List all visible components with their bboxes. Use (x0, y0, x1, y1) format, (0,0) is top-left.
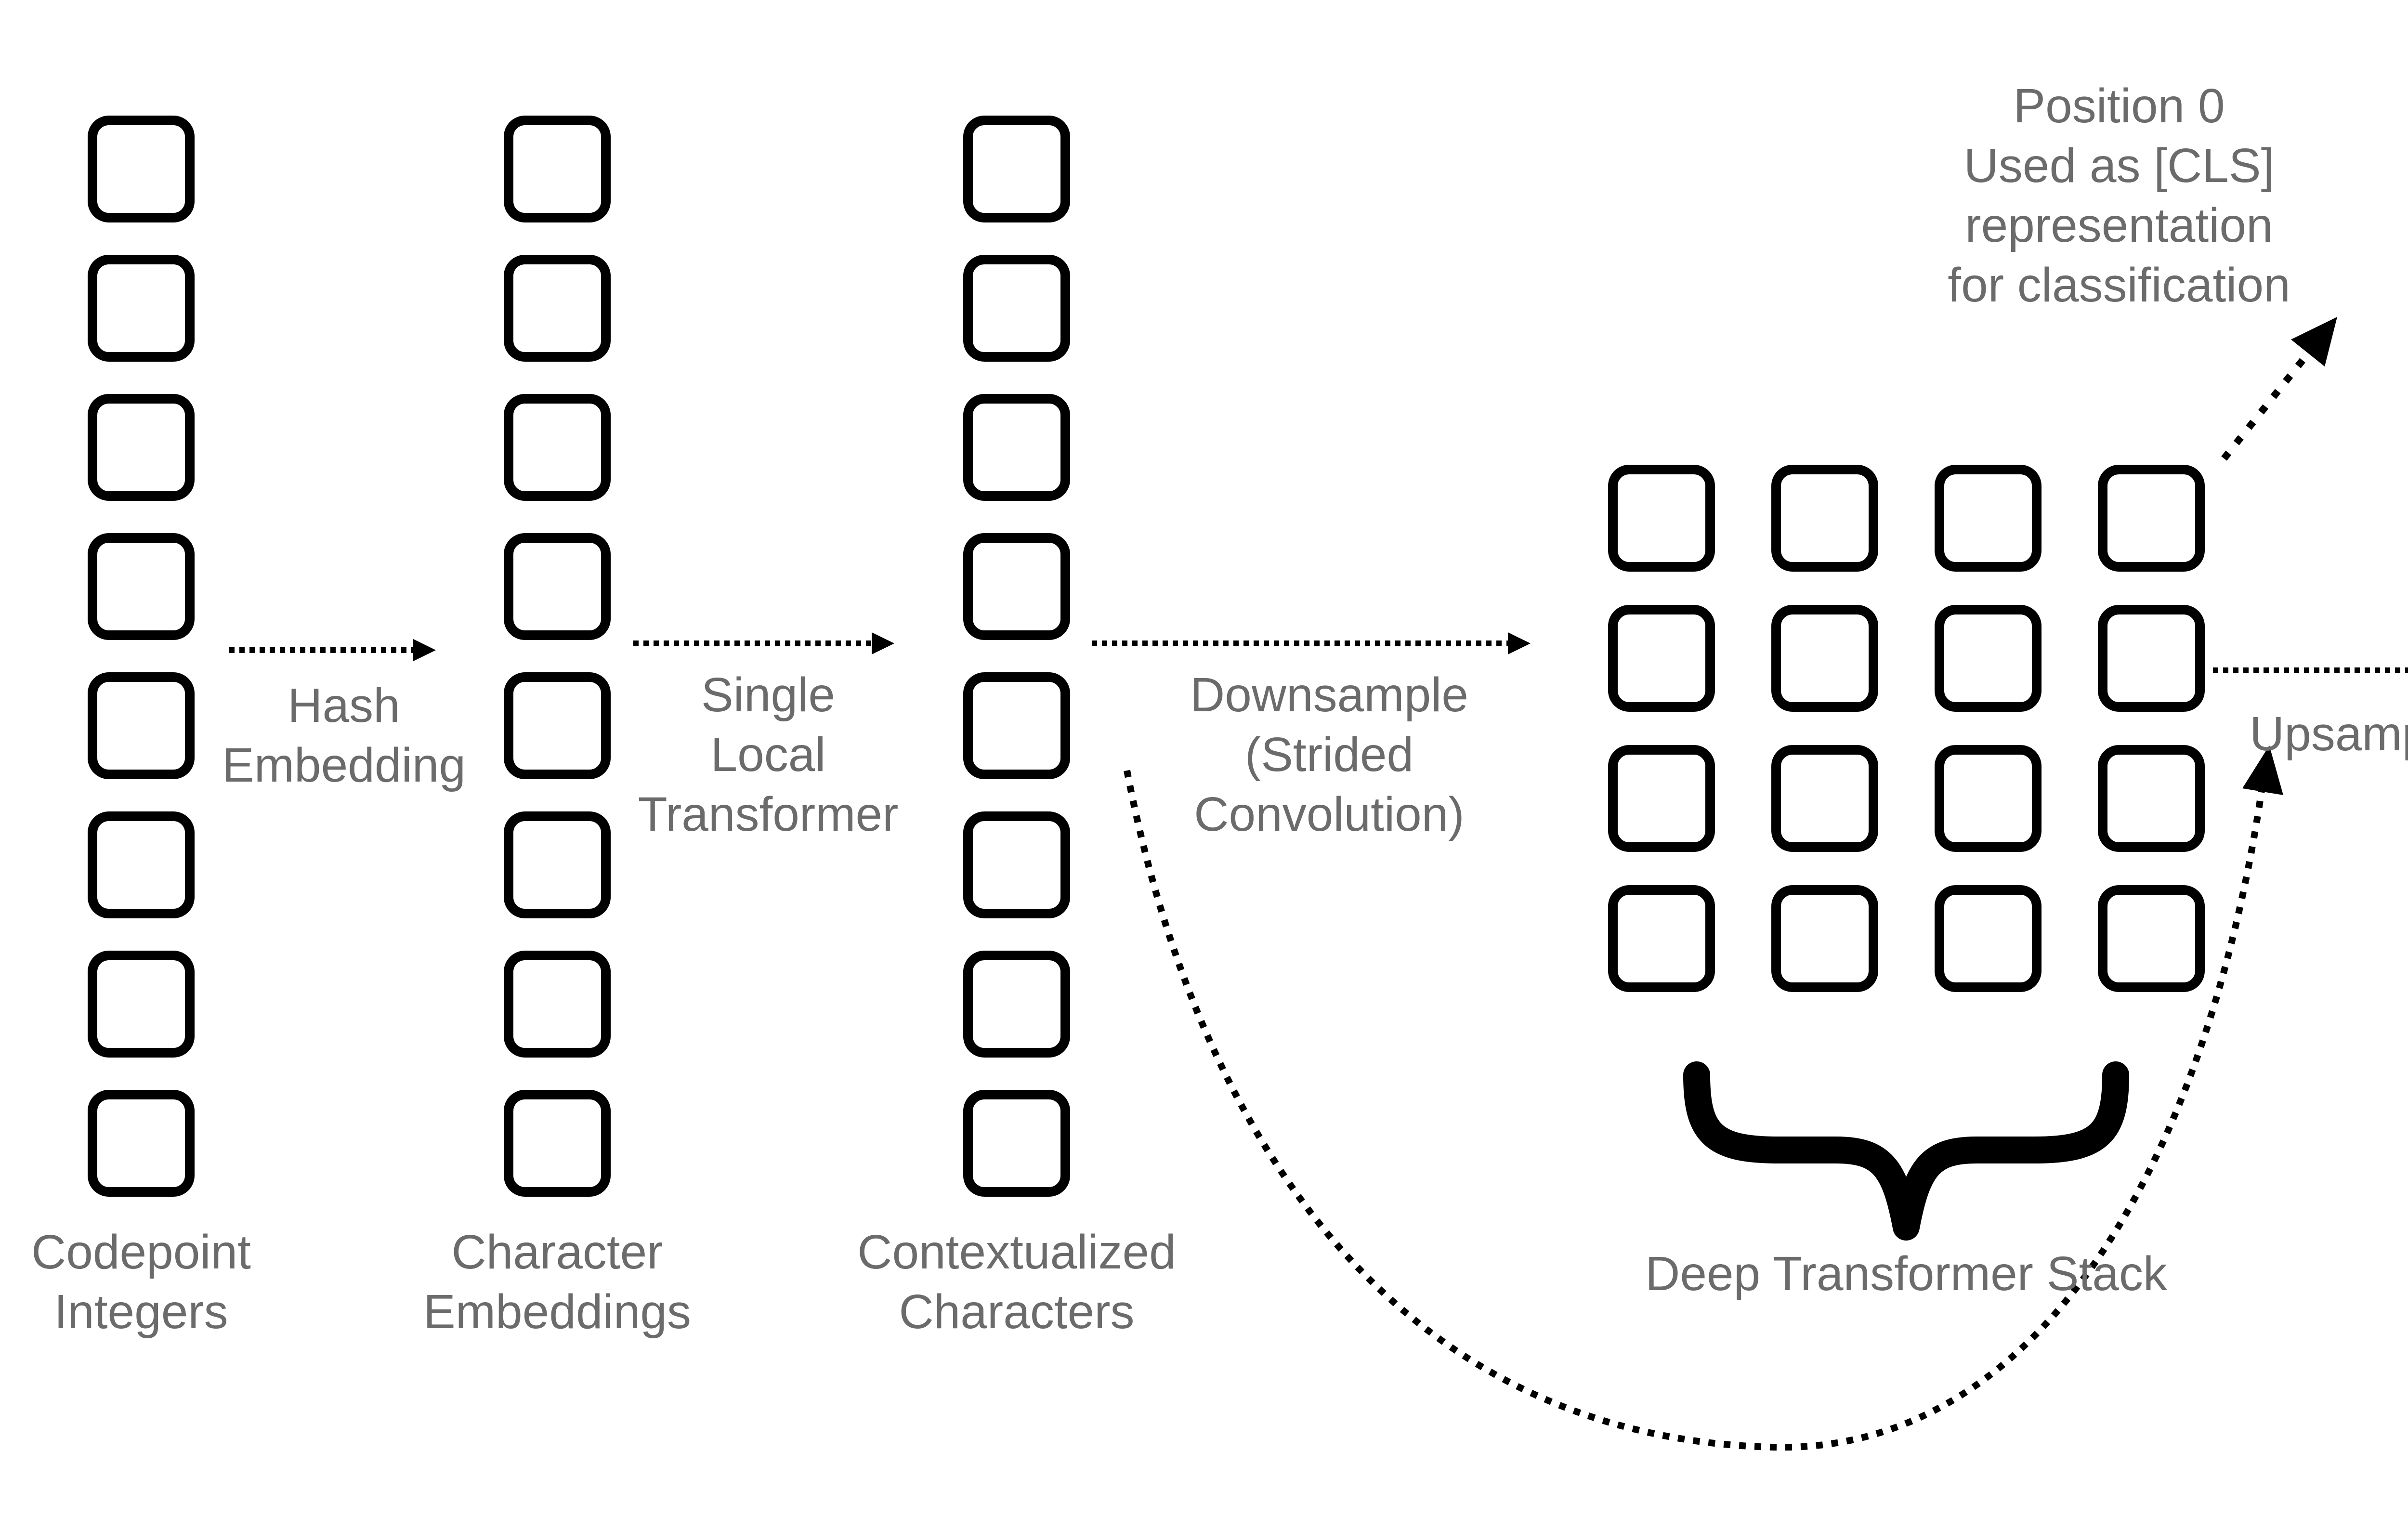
label-line: Integers (54, 1285, 228, 1339)
single-local-transformer-label: Single Local Transformer (638, 665, 899, 844)
token-box (88, 1090, 195, 1197)
label-line: Convolution) (1194, 787, 1465, 841)
token-box (504, 951, 611, 1058)
upsampling-arrow (2213, 667, 2408, 673)
downsample-label: Downsample (Strided Convolution) (1190, 665, 1468, 844)
token-box (963, 672, 1070, 779)
token-box (1608, 745, 1715, 852)
token-box (504, 116, 611, 222)
token-box (2098, 745, 2205, 852)
token-box (1608, 885, 1715, 992)
token-box (504, 394, 611, 501)
token-box (504, 1090, 611, 1197)
downsample-arrow (1092, 632, 1531, 654)
token-box (504, 811, 611, 918)
label-line: Embedding (222, 738, 466, 792)
column-contextualized-chars (963, 116, 1070, 1197)
label-line: Characters (899, 1285, 1135, 1339)
column-codepoint-integers (88, 116, 195, 1197)
codepoint-integers-label: Codepoint Integers (31, 1222, 251, 1342)
token-box (963, 811, 1070, 918)
hash-embedding-arrow (229, 639, 436, 661)
label-line: Downsample (1190, 668, 1469, 722)
token-box (1935, 745, 2042, 852)
token-box (1771, 605, 1878, 712)
token-box (1771, 465, 1878, 572)
token-box (1935, 605, 2042, 712)
token-box (963, 394, 1070, 501)
token-box (88, 951, 195, 1058)
token-box (504, 672, 611, 779)
token-box (2098, 605, 2205, 712)
token-box (504, 533, 611, 640)
label-line: Position 0 (2013, 79, 2225, 133)
upsampling-label: Upsampling (2250, 704, 2408, 764)
token-box (504, 255, 611, 362)
label-line: Deep Transformer Stack (1645, 1247, 2167, 1301)
label-line: Upsampling (2249, 707, 2408, 761)
token-box (2098, 885, 2205, 992)
token-box (2098, 465, 2205, 572)
label-line: Transformer (638, 787, 899, 841)
token-box (1771, 745, 1878, 852)
local-transformer-arrow (633, 632, 894, 654)
label-line: Codepoint (31, 1225, 251, 1279)
deep-transformer-stack-label: Deep Transformer Stack (1645, 1244, 2167, 1304)
cls-arrow (2221, 317, 2337, 461)
label-line: Contextualized (857, 1225, 1176, 1279)
label-line: representation (1965, 198, 2273, 252)
token-box (963, 1090, 1070, 1197)
label-line: Used as [CLS] (1963, 139, 2275, 193)
character-embeddings-label: Character Embeddings (423, 1222, 691, 1342)
token-box (88, 533, 195, 640)
label-line: for classification (1948, 258, 2290, 312)
token-box (88, 116, 195, 222)
cls-annotation: Position 0 Used as [CLS] representation … (1948, 76, 2290, 315)
column-character-embeddings (504, 116, 611, 1197)
token-box (1935, 465, 2042, 572)
token-box (1771, 885, 1878, 992)
label-line: (Strided (1244, 728, 1414, 782)
token-box (88, 811, 195, 918)
token-box (963, 533, 1070, 640)
label-line: Local (710, 728, 826, 782)
label-line: Hash (288, 679, 400, 732)
token-box (963, 951, 1070, 1058)
token-box (963, 116, 1070, 222)
token-box (963, 255, 1070, 362)
token-box (1608, 605, 1715, 712)
skip-connection-arrow (1124, 745, 2283, 1451)
deep-stack-brace (1683, 1061, 2129, 1241)
label-line: Character (451, 1225, 663, 1279)
token-box (1935, 885, 2042, 992)
contextualized-characters-label: Contextualized Characters (857, 1222, 1176, 1342)
token-box (1608, 465, 1715, 572)
hash-embedding-label: Hash Embedding (222, 676, 466, 795)
token-box (88, 394, 195, 501)
label-line: Embeddings (423, 1285, 691, 1339)
deep-transformer-grid (1608, 465, 2205, 992)
token-box (88, 255, 195, 362)
label-line: Single (701, 668, 835, 722)
token-box (88, 672, 195, 779)
